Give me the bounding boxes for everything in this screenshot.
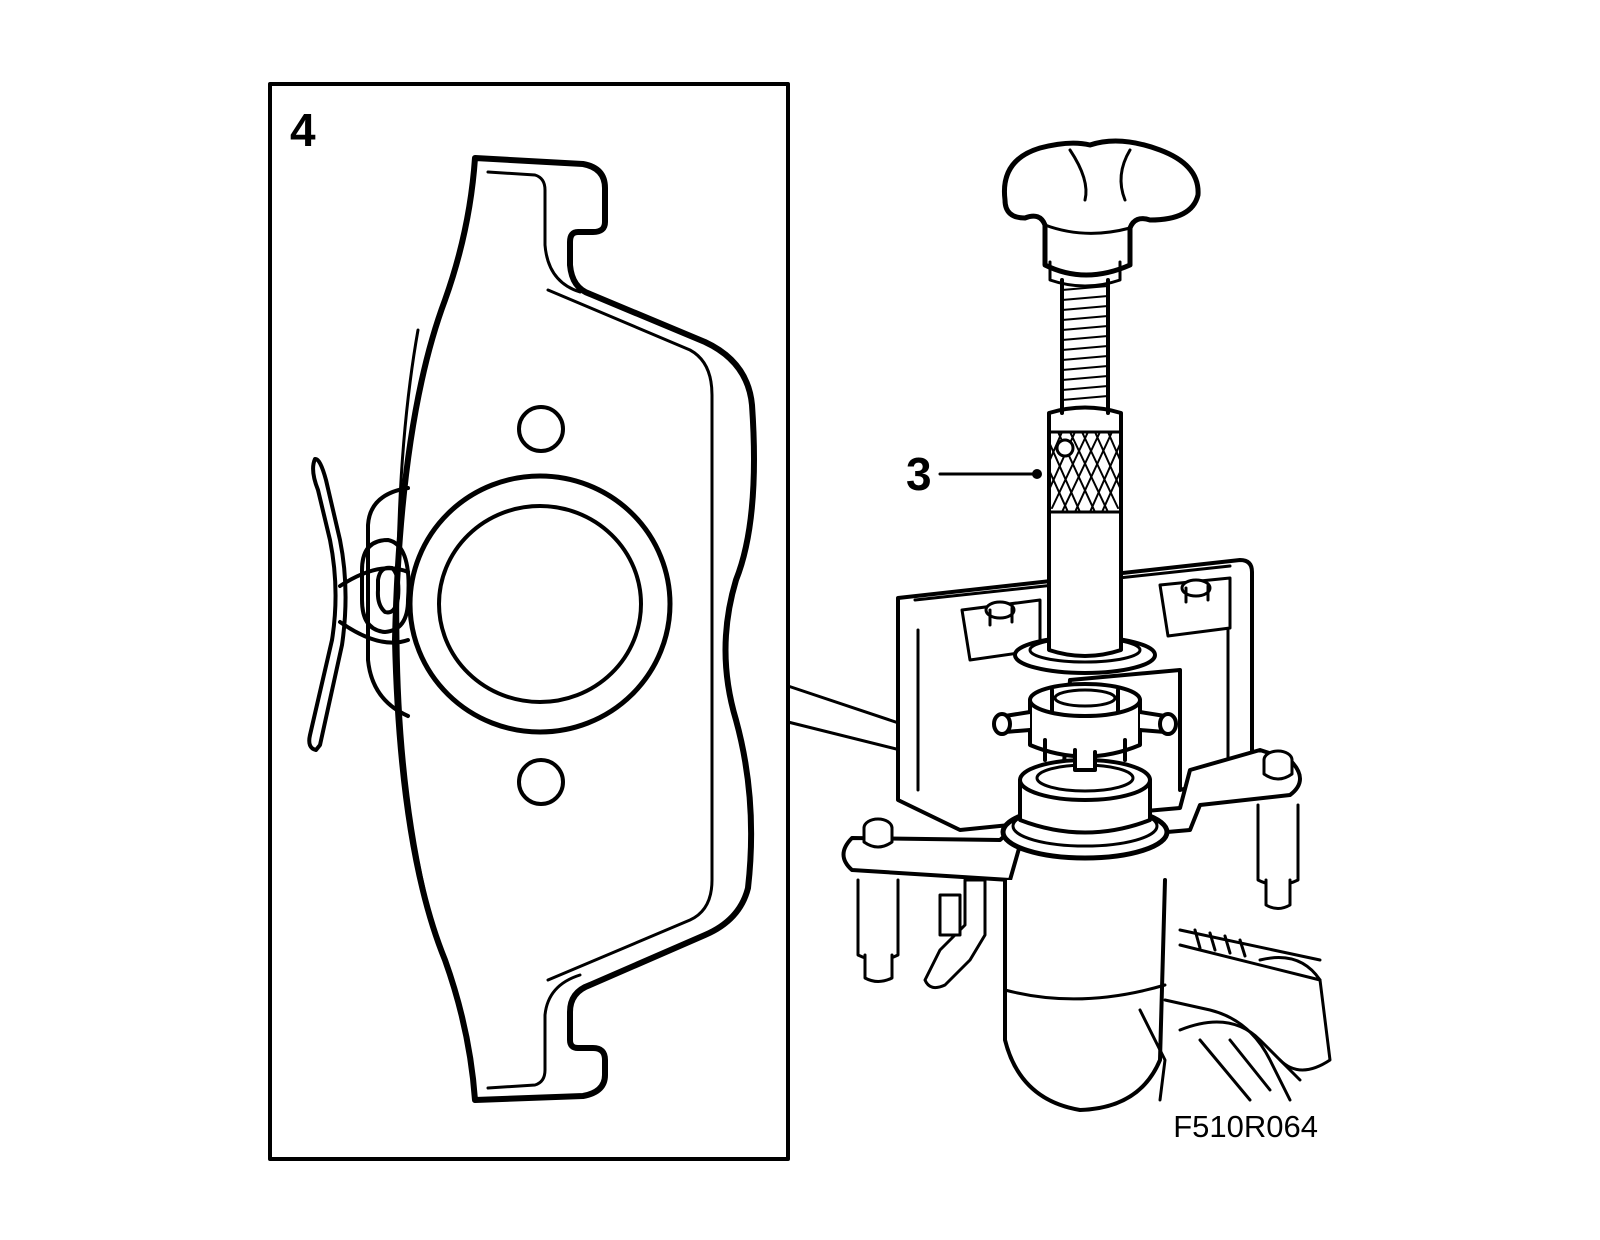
caliper-mount-tab (938, 893, 962, 937)
piston-contact-inner-ring (437, 504, 643, 704)
caliper-boss-right (1158, 576, 1232, 638)
tool-knob-hub (1048, 260, 1122, 288)
tool-adaptor (992, 682, 1178, 772)
caliper-boss-left (960, 598, 1042, 662)
friction-material-outline (546, 288, 714, 982)
bracket-bolt-left (856, 817, 900, 983)
mounting-hole-upper (517, 405, 565, 453)
caliper-bracket (841, 748, 1302, 882)
tool-sleeve (1047, 405, 1123, 658)
callout-3-dot (1032, 469, 1042, 479)
tool-knob-edge (1043, 148, 1132, 235)
tool-star-knob (1001, 138, 1201, 278)
inset-panel: 4 (268, 82, 790, 1161)
backing-plate-inner-rim (486, 170, 582, 294)
inset-frame (268, 82, 790, 1161)
bleed-nipple (923, 878, 987, 990)
spindle-threads (1061, 285, 1109, 401)
bracket-bolt-right (1256, 749, 1300, 910)
backing-plate-inner-rim-lower (486, 973, 582, 1090)
caliper-cylinder (1003, 878, 1167, 1112)
brake-pad-backing-plate (392, 155, 757, 1103)
caliper-assembly (841, 138, 1332, 1112)
friction-material-edge (396, 328, 442, 952)
tool-label-3: 3 (906, 448, 932, 500)
piston-contact-outer-ring (407, 473, 673, 735)
caliper-cylinder-lower (1003, 983, 1167, 1001)
mounting-hole-lower (517, 758, 565, 806)
callout-3: 3 (906, 448, 1042, 500)
figure-code: F510R064 (1173, 1109, 1318, 1144)
retaining-spring-clip (307, 457, 411, 752)
tool-knurled-grip (1047, 430, 1123, 514)
suspension-parts (1138, 928, 1332, 1102)
inset-label-4: 4 (290, 104, 316, 156)
